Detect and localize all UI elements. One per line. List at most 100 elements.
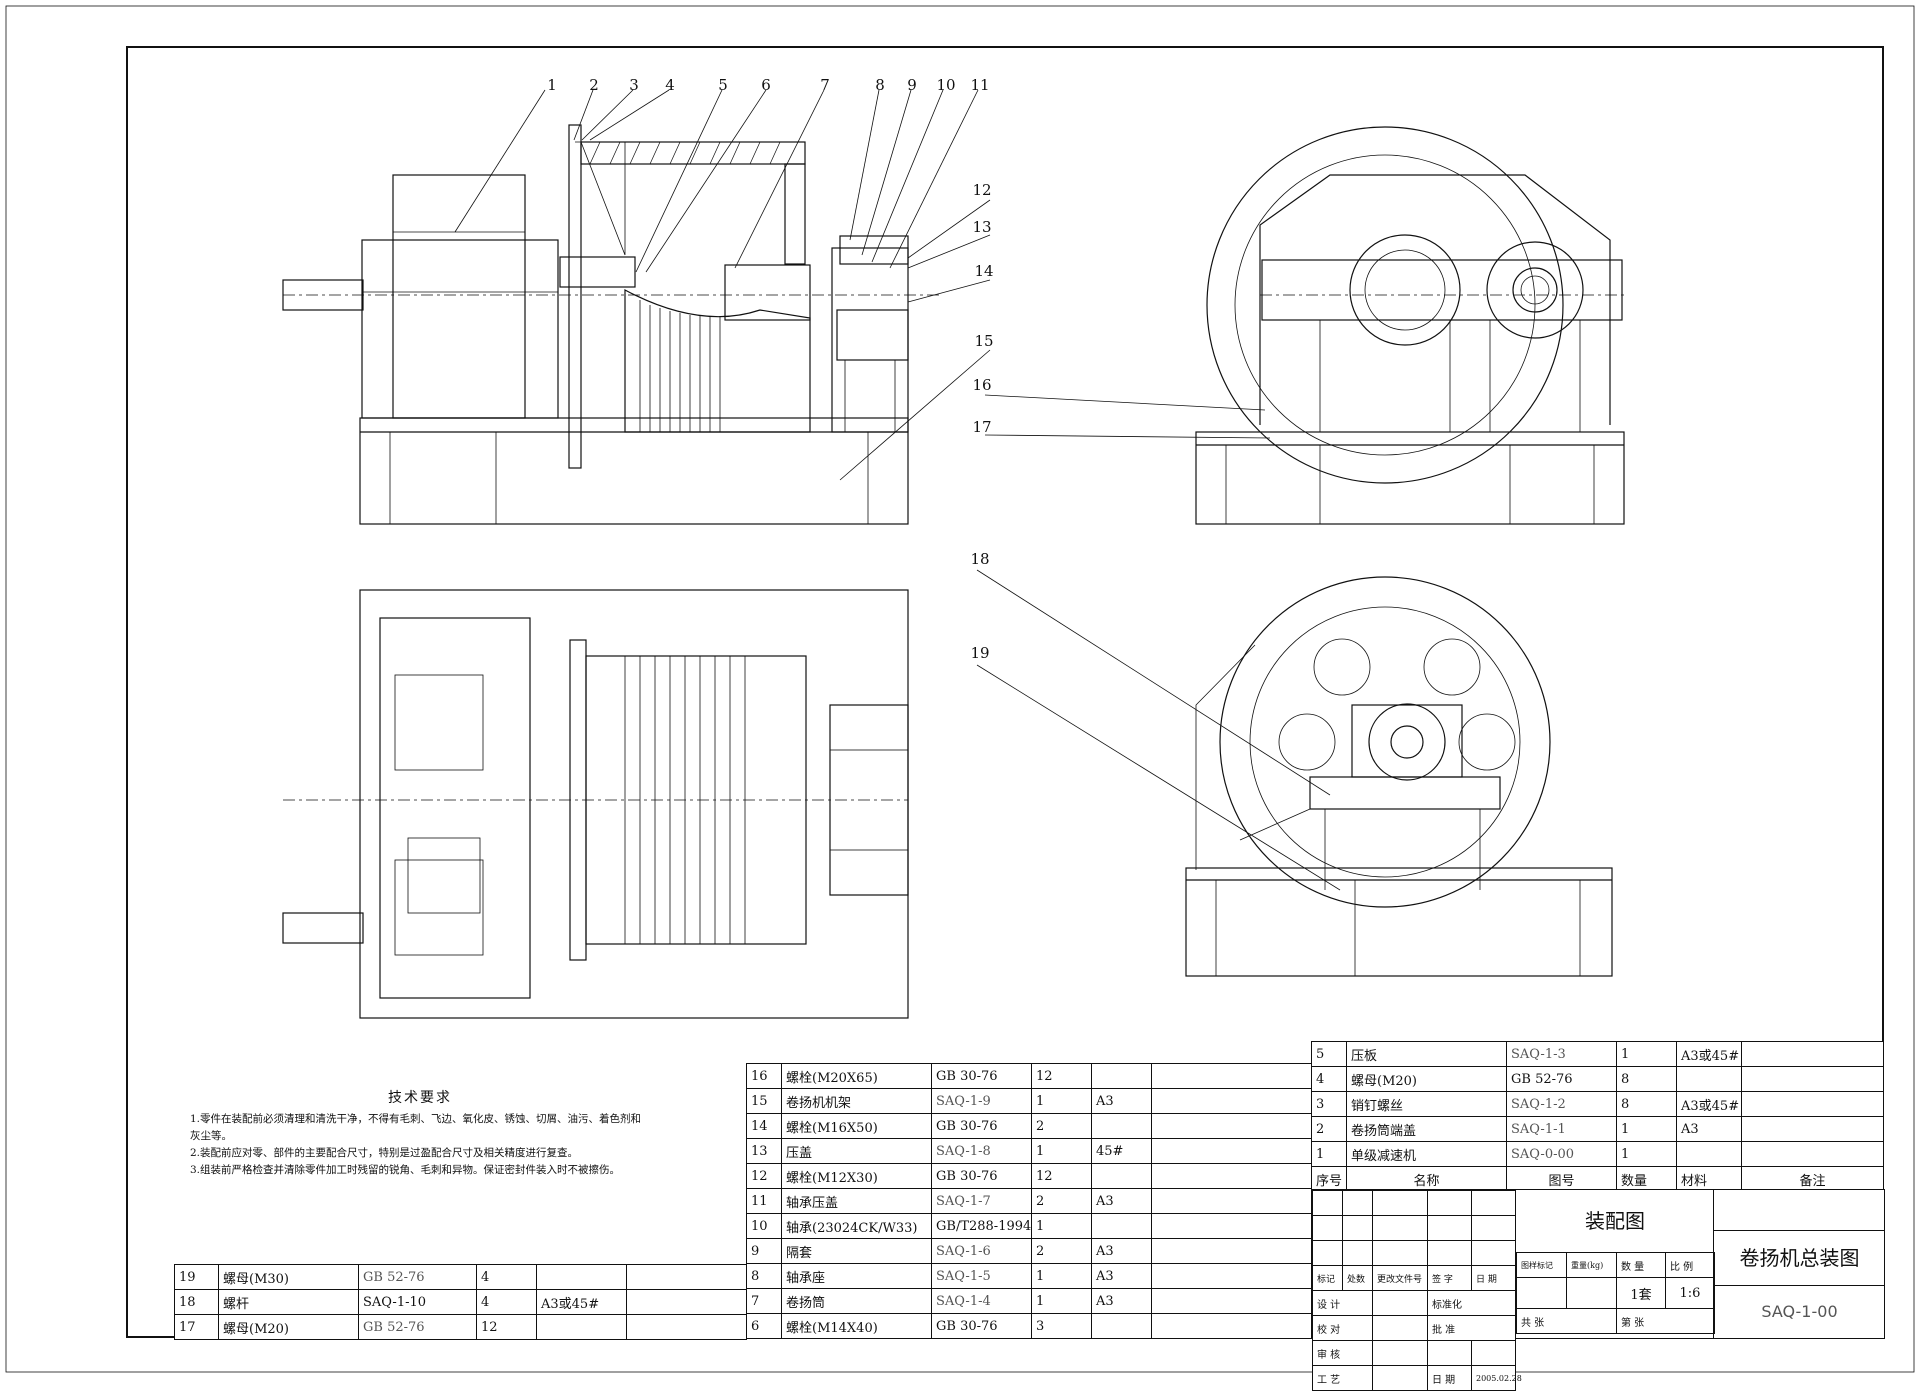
- assembly-label: 装配图: [1516, 1190, 1714, 1253]
- table-cell: SAQ-1-2: [1506, 1091, 1617, 1117]
- table-cell: 7: [746, 1288, 782, 1314]
- table-cell: A3: [1091, 1088, 1152, 1114]
- table-cell: 螺栓(M12X30): [781, 1163, 932, 1189]
- bom-no: 18: [174, 1289, 219, 1315]
- table-cell: [1372, 1365, 1428, 1391]
- table-cell: 数 量: [1616, 1252, 1666, 1278]
- bom-no: 19: [174, 1264, 219, 1290]
- table-cell: [1471, 1215, 1516, 1241]
- table-cell: 1套: [1616, 1277, 1666, 1309]
- table-cell: [1741, 1116, 1884, 1142]
- requirement-item: 2.装配前应对零、部件的主要配合尺寸，特别是过盈配合尺寸及相关精度进行复查。: [190, 1147, 579, 1159]
- table-cell: [1676, 1141, 1742, 1167]
- table-cell: 压盖: [781, 1138, 932, 1164]
- table-cell: SAQ-0-00: [1506, 1141, 1617, 1167]
- callout-labels: 1 2 3 4 5 6 7 8 9 10 11 12 13 14 15 16 1…: [547, 76, 993, 662]
- bom-code: SAQ-1-10: [358, 1289, 477, 1315]
- table-cell: 批 准: [1427, 1315, 1516, 1341]
- table-cell: 2005.02.28: [1471, 1365, 1522, 1391]
- table-cell: [1427, 1215, 1472, 1241]
- table-cell: 单级减速机: [1346, 1141, 1507, 1167]
- table-cell: 6: [746, 1313, 782, 1339]
- table-cell: 1: [1031, 1138, 1092, 1164]
- callout-7: 7: [820, 76, 830, 94]
- table-cell: SAQ-1-8: [931, 1138, 1032, 1164]
- table-cell: [1372, 1290, 1428, 1316]
- table-cell: 16: [746, 1063, 782, 1089]
- table-cell: GB 30-76: [931, 1313, 1032, 1339]
- table-cell: [1151, 1238, 1312, 1264]
- table-cell: 螺栓(M14X40): [781, 1313, 932, 1339]
- bom-header-row: 序号 名称 图号 数量 材料 备注: [1311, 1166, 1884, 1192]
- table-cell: SAQ-1-1: [1506, 1116, 1617, 1142]
- table-cell: [1372, 1190, 1428, 1216]
- table-cell: [626, 1289, 747, 1315]
- table-cell: 2: [1031, 1238, 1092, 1264]
- callout-15: 15: [974, 332, 993, 350]
- table-cell: [1566, 1277, 1617, 1309]
- table-cell: 标记: [1312, 1265, 1343, 1291]
- table-cell: SAQ-1-5: [931, 1263, 1032, 1289]
- table-cell: 8: [1616, 1066, 1677, 1092]
- table-cell: 8: [746, 1263, 782, 1289]
- callout-4: 4: [665, 76, 675, 94]
- table-cell: A3或45#: [1676, 1041, 1742, 1067]
- callout-18: 18: [970, 550, 989, 568]
- bom-qty: 4: [476, 1264, 537, 1290]
- table-cell: [1151, 1088, 1312, 1114]
- table-cell: 11: [746, 1188, 782, 1214]
- table-cell: [1372, 1315, 1428, 1341]
- table-cell: 隔套: [781, 1238, 932, 1264]
- top-view: [282, 589, 909, 1019]
- table-cell: [1091, 1063, 1152, 1089]
- bom-material: [536, 1314, 627, 1340]
- table-cell: 共 张: [1516, 1308, 1617, 1334]
- table-cell: [1372, 1340, 1428, 1366]
- end-view: [1185, 576, 1613, 977]
- bom-qty: 12: [476, 1314, 537, 1340]
- table-cell: 12: [746, 1163, 782, 1189]
- title-block: 标记 处数 更改文件号 签 字 日 期 设 计标准化 校 对批 准 审 核 工 …: [1311, 1189, 1885, 1391]
- bom-name: 螺母(M30): [218, 1264, 359, 1290]
- callout-12: 12: [972, 181, 991, 199]
- side-view: [1195, 126, 1625, 525]
- table-cell: 工 艺: [1312, 1365, 1373, 1391]
- table-cell: [1342, 1215, 1373, 1241]
- bom-qty: 4: [476, 1289, 537, 1315]
- table-cell: 日 期: [1427, 1365, 1472, 1391]
- table-cell: 8: [1616, 1091, 1677, 1117]
- table-cell: 图样标记: [1516, 1252, 1567, 1278]
- table-cell: 处数: [1342, 1265, 1373, 1291]
- table-cell: [1427, 1240, 1472, 1266]
- table-cell: 2: [1311, 1116, 1347, 1142]
- table-cell: [1091, 1113, 1152, 1139]
- table-cell: [1312, 1215, 1343, 1241]
- table-cell: 审 核: [1312, 1340, 1373, 1366]
- table-cell: SAQ-1-4: [931, 1288, 1032, 1314]
- table-cell: 卷扬筒: [781, 1288, 932, 1314]
- table-cell: GB 30-76: [931, 1113, 1032, 1139]
- table-cell: [1741, 1141, 1884, 1167]
- table-cell: 1: [1031, 1263, 1092, 1289]
- table-cell: [1372, 1240, 1428, 1266]
- table-cell: [1342, 1240, 1373, 1266]
- table-cell: 1: [1311, 1141, 1347, 1167]
- table-cell: [626, 1264, 747, 1290]
- table-cell: [1151, 1063, 1312, 1089]
- table-cell: 1: [1031, 1088, 1092, 1114]
- callout-17: 17: [972, 418, 991, 436]
- table-cell: 第 张: [1616, 1308, 1715, 1334]
- table-cell: [1342, 1190, 1373, 1216]
- table-cell: 2: [1031, 1113, 1092, 1139]
- callout-11: 11: [970, 76, 989, 94]
